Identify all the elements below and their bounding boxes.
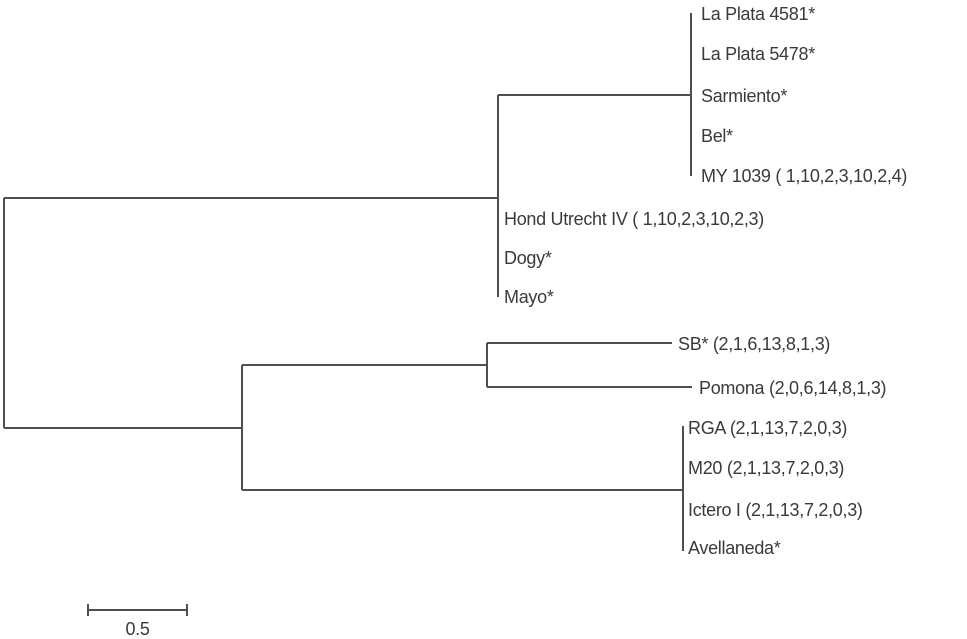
- taxon-label: La Plata 4581*: [701, 4, 815, 24]
- taxon-label: La Plata 5478*: [701, 44, 815, 64]
- taxon-label: Mayo*: [504, 287, 554, 307]
- taxon-label: M20 (2,1,13,7,2,0,3): [688, 458, 844, 478]
- taxon-label: Dogy*: [504, 248, 552, 268]
- taxon-label: Avellaneda*: [688, 538, 781, 558]
- scale-bar-label: 0.5: [125, 619, 149, 639]
- taxon-label: SB* (2,1,6,13,8,1,3): [678, 334, 830, 354]
- taxon-label: Sarmiento*: [701, 86, 787, 106]
- taxon-label: Ictero I (2,1,13,7,2,0,3): [688, 500, 863, 520]
- taxon-label: MY 1039 ( 1,10,2,3,10,2,4): [701, 166, 907, 186]
- taxon-label: Bel*: [701, 126, 733, 146]
- taxon-label: Pomona (2,0,6,14,8,1,3): [699, 378, 886, 398]
- taxon-label: Hond Utrecht IV ( 1,10,2,3,10,2,3): [504, 209, 764, 229]
- taxon-label: RGA (2,1,13,7,2,0,3): [688, 418, 847, 438]
